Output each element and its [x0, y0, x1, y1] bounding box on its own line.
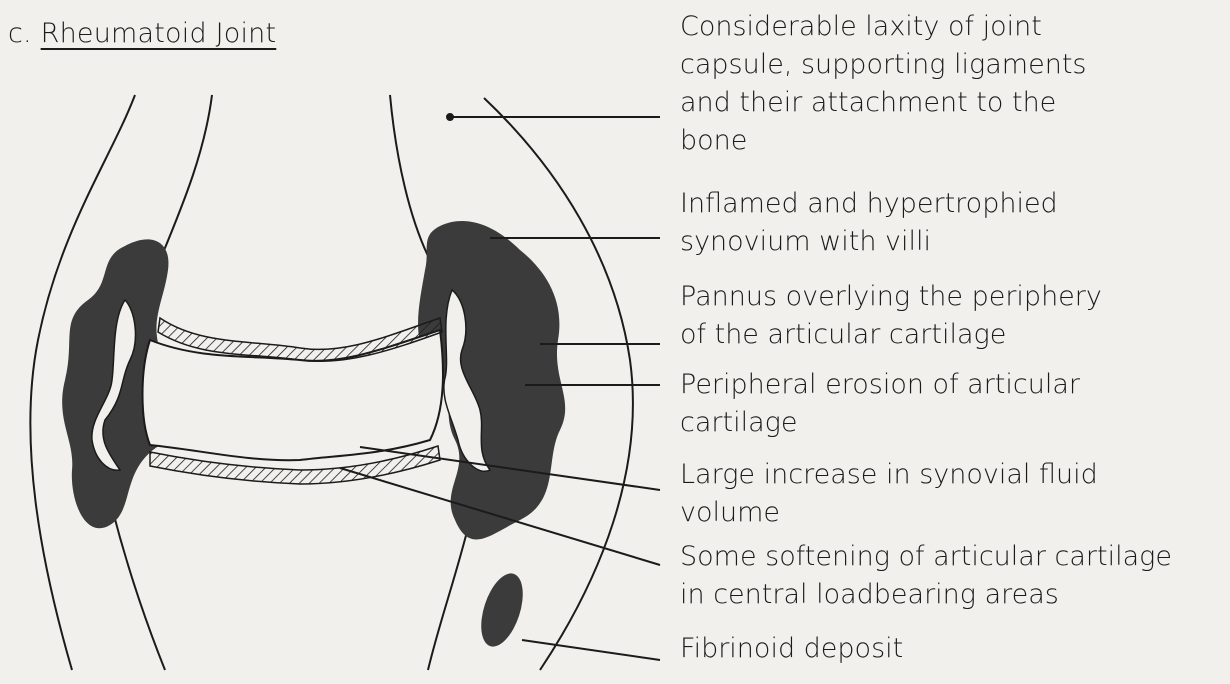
label-fluid-line-1: Large increase in synovial fluid	[680, 456, 1098, 494]
label-fluid-line-2: volume	[680, 494, 1098, 532]
label-fibrinoid-line-1: Fibrinoid deposit	[680, 630, 903, 668]
label-erosion-line-1: Peripheral erosion of articular	[680, 366, 1080, 404]
label-capsule-line-1: Considerable laxity of joint	[680, 8, 1086, 46]
right-upper-bone-line	[390, 95, 430, 260]
label-fluid: Large increase in synovial fluid volume	[680, 456, 1098, 532]
label-capsule-line-4: bone	[680, 122, 1086, 160]
label-erosion: Peripheral erosion of articular cartilag…	[680, 366, 1080, 442]
label-pannus-line-2: of the articular cartilage	[680, 316, 1102, 354]
label-synovium-line-1: Inflamed and hypertrophied	[680, 185, 1058, 223]
left-lower-bone-line	[110, 500, 165, 670]
leader-fibrinoid	[522, 640, 660, 660]
label-pannus: Pannus overlying the periphery of the ar…	[680, 278, 1102, 354]
label-synovium: Inflamed and hypertrophied synovium with…	[680, 185, 1058, 261]
right-lower-bone-line	[428, 520, 470, 670]
label-fibrinoid: Fibrinoid deposit	[680, 630, 903, 668]
label-synovium-line-2: synovium with villi	[680, 223, 1058, 261]
label-softening: Some softening of articular cartilage in…	[680, 538, 1172, 614]
label-capsule-line-3: and their attachment to the	[680, 84, 1086, 122]
label-erosion-line-2: cartilage	[680, 404, 1080, 442]
label-softening-line-1: Some softening of articular cartilage	[680, 538, 1172, 576]
label-capsule-line-2: capsule, supporting ligaments	[680, 46, 1086, 84]
leader-capsule-dot	[447, 114, 453, 120]
left-upper-bone-line	[160, 95, 212, 260]
label-capsule: Considerable laxity of joint capsule, su…	[680, 8, 1086, 160]
label-pannus-line-1: Pannus overlying the periphery	[680, 278, 1102, 316]
label-softening-line-2: in central loadbearing areas	[680, 576, 1172, 614]
